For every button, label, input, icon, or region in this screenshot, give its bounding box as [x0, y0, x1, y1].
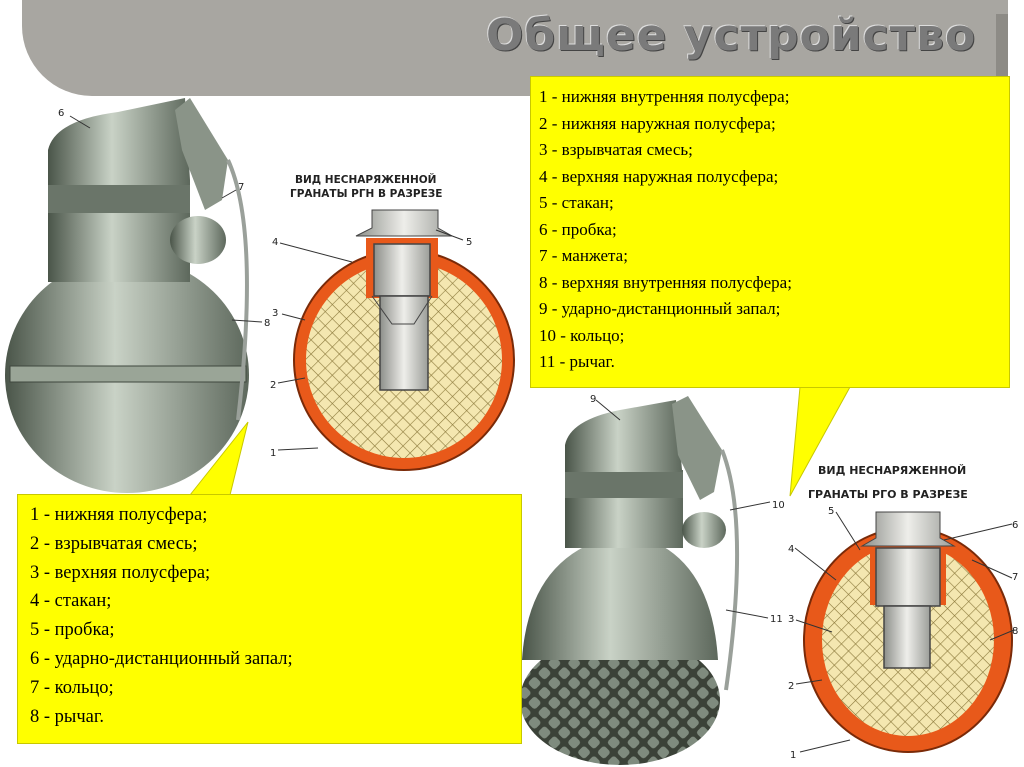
- rgn-callout-4: 4: [272, 237, 278, 248]
- rgo-cross-section: ВИД НЕСНАРЯЖЕННОЙ ГРАНАТЫ РГО В РАЗРЕЗЕ: [804, 464, 1012, 752]
- rgo-legend-item: 5 - стакан;: [539, 190, 1009, 217]
- rgn-legend-item: 5 - пробка;: [30, 616, 521, 645]
- rgn-callout-2: 2: [270, 380, 276, 391]
- rgn-legend-item: 1 - нижняя полусфера;: [30, 501, 521, 530]
- rgn-caption-line1: ВИД НЕСНАРЯЖЕННОЙ: [295, 173, 436, 186]
- rgn-cross-section: ВИД НЕСНАРЯЖЕННОЙ ГРАНАТЫ РГН В РАЗРЕЗЕ: [290, 173, 514, 470]
- rgn-legend-item: 4 - стакан;: [30, 587, 521, 616]
- rgo-legend-item: 10 - кольцо;: [539, 323, 1009, 350]
- rgn-legend-item: 3 - верхняя полусфера;: [30, 559, 521, 588]
- rgo-legend-item: 9 - ударно-дистанционный запал;: [539, 296, 1009, 323]
- rgn-external-view: [5, 98, 249, 493]
- rgn-callout-6: 6: [58, 108, 64, 119]
- rgo-callout-7: 7: [1012, 572, 1018, 583]
- rgn-callout-8: 8: [264, 318, 270, 329]
- rgn-callout-5: 5: [466, 237, 472, 248]
- rgo-callout-5: 5: [828, 506, 834, 517]
- rgo-legend-item: 1 - нижняя внутренняя полусфера;: [539, 84, 1009, 111]
- rgo-callout-2: 2: [788, 681, 794, 692]
- rgo-callout-11: 11: [770, 614, 783, 625]
- rgo-legend-tail: [790, 387, 850, 496]
- rgo-legend-box: 1 - нижняя внутренняя полусфера; 2 - ниж…: [530, 76, 1010, 388]
- rgo-legend-item: 3 - взрывчатая смесь;: [539, 137, 1009, 164]
- rgn-callout-1: 1: [270, 448, 276, 459]
- rgo-legend-item: 2 - нижняя наружная полусфера;: [539, 111, 1009, 138]
- rgn-legend-item: 7 - кольцо;: [30, 674, 521, 703]
- rgo-callout-8: 8: [1012, 626, 1018, 637]
- rgo-caption-line2: ГРАНАТЫ РГО В РАЗРЕЗЕ: [808, 488, 968, 501]
- rgn-legend-box: 1 - нижняя полусфера; 2 - взрывчатая сме…: [17, 494, 522, 744]
- rgn-legend-item: 8 - рычаг.: [30, 703, 521, 732]
- rgo-callout-3: 3: [788, 614, 794, 625]
- rgo-callout-6: 6: [1012, 520, 1018, 531]
- rgn-callout-3: 3: [272, 308, 278, 319]
- rgo-external-view: [520, 396, 737, 765]
- rgn-legend-item: 6 - ударно-дистанционный запал;: [30, 645, 521, 674]
- rgo-legend-item: 6 - пробка;: [539, 217, 1009, 244]
- rgn-callout-7: 7: [238, 182, 244, 193]
- rgo-legend-item: 11 - рычаг.: [539, 349, 1009, 376]
- rgo-callout-9: 9: [590, 394, 596, 405]
- rgn-legend-item: 2 - взрывчатая смесь;: [30, 530, 521, 559]
- rgo-legend-item: 7 - манжета;: [539, 243, 1009, 270]
- rgo-legend-item: 4 - верхняя наружная полусфера;: [539, 164, 1009, 191]
- rgo-callout-10: 10: [772, 500, 785, 511]
- rgo-caption-line1: ВИД НЕСНАРЯЖЕННОЙ: [818, 464, 966, 477]
- rgo-legend-item: 8 - верхняя внутренняя полусфера;: [539, 270, 1009, 297]
- rgo-callout-4: 4: [788, 544, 794, 555]
- rgo-callout-1: 1: [790, 750, 796, 761]
- rgn-caption-line2: ГРАНАТЫ РГН В РАЗРЕЗЕ: [290, 188, 442, 200]
